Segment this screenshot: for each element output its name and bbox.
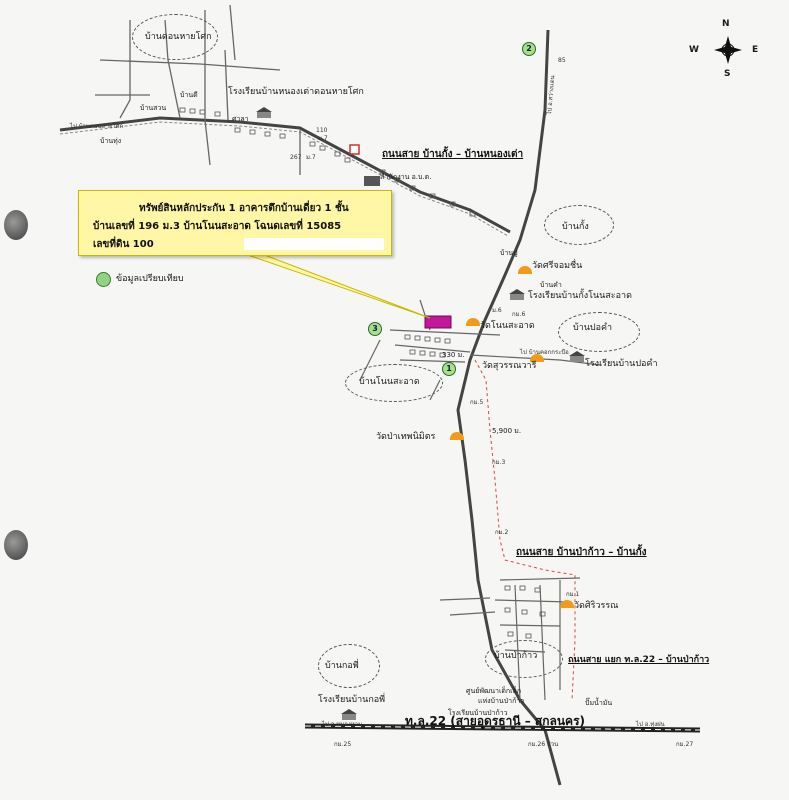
center-label-2: แห่งบ้านป่าก้าว bbox=[478, 697, 525, 705]
village-circle-kong bbox=[544, 205, 614, 245]
redaction-box bbox=[244, 238, 384, 250]
temple-label-sri-siri: วัดศิริวรรณ bbox=[574, 601, 619, 611]
village-circle-po-kham bbox=[558, 312, 640, 352]
property-callout: ทรัพย์สินหลักประกัน 1 อาคารตึกบ้านเดี่ยว… bbox=[78, 190, 392, 256]
sala-label: ศาลา bbox=[232, 115, 249, 123]
temple-icon-suwan bbox=[530, 354, 544, 362]
house-number-267: 267 bbox=[290, 154, 302, 161]
direction-to-west: ไป บ้านดอนหายโศก bbox=[70, 123, 124, 130]
house-moo-6: ม.6 bbox=[492, 307, 502, 314]
village-circle-non-sa-at bbox=[345, 364, 443, 402]
school-label-pa-kao: โรงเรียนบ้านป่าก้าว bbox=[448, 709, 508, 717]
comparable-marker-1: 1 bbox=[442, 362, 456, 376]
house-moo-7a: ม.7 bbox=[318, 135, 328, 142]
school-icon-po-kham bbox=[569, 351, 585, 362]
km-label-25: กม.25 bbox=[334, 741, 352, 748]
km-label-5: กม.5 bbox=[470, 399, 484, 406]
road-label-pakao-kong: ถนนสาย บ้านป่าก้าว – บ้านกั้ง bbox=[516, 547, 647, 558]
temple-label-non-sa-at: วัดโนนสะอาด bbox=[480, 321, 535, 331]
village-label-po-kham: บ้านปอคำ bbox=[573, 323, 613, 333]
comparable-marker-2: 2 bbox=[522, 42, 536, 56]
direction-to-east: ไป อ.ทุ่งฝน bbox=[636, 721, 665, 728]
compass-rose bbox=[714, 36, 742, 64]
temple-label-suwan: วัดสุวรรณวารี bbox=[482, 361, 537, 371]
compass-east-label: E bbox=[752, 45, 759, 55]
ban-dee-label: บ้านดี bbox=[180, 91, 198, 99]
village-circle-kok-pho bbox=[318, 644, 380, 688]
highway-label: ท.ล.22 (สายอุดรธานี – สกลนคร) bbox=[405, 714, 586, 728]
office-label: สำนักงาน อ.บ.ต. bbox=[380, 173, 432, 181]
road-kong-nongtao-edge bbox=[59, 121, 509, 237]
road-north-south bbox=[456, 29, 562, 786]
ban-chung-label: บ้านทุ่ง bbox=[100, 137, 122, 145]
temple-icon-pa bbox=[450, 432, 464, 440]
temple-label-pa: วัดป่าเทพนิมิตร bbox=[376, 432, 436, 442]
ban-kham-label: บ้านคำ bbox=[540, 281, 562, 289]
callout-line-2: บ้านเลขที่ 196 ม.3 บ้านโนนสะอาด โฉนดเลขท… bbox=[93, 221, 342, 232]
compass-north-label: N bbox=[722, 19, 730, 29]
temple-icon-non-sa-at bbox=[466, 318, 480, 326]
village-label-kong: บ้านกั้ง bbox=[562, 222, 589, 232]
temple-icon-sri-chom bbox=[518, 266, 532, 274]
km-label-3: กม.3 bbox=[492, 459, 506, 466]
km-label-26: กม.26 ส่วน bbox=[528, 741, 559, 748]
legend-comparable-label: ข้อมูลเปรียบเทียบ bbox=[116, 274, 184, 284]
office-building bbox=[364, 176, 380, 186]
village-circle-pa-kao bbox=[485, 640, 563, 678]
ban-pu-label: บ้านปู่ bbox=[500, 249, 518, 257]
distance-label-5900: 5,900 ม. bbox=[492, 427, 522, 435]
village-circle-nong-hai-kok bbox=[132, 14, 218, 60]
direction-to-west-2: ไป อ.หนองหาน bbox=[322, 721, 363, 728]
clinic-icon bbox=[349, 144, 360, 155]
houses-north-road bbox=[179, 107, 476, 217]
km-label-27: กม.27 bbox=[676, 741, 694, 748]
road-label-kong-nongtao: ถนนสาย บ้านกั้ง – บ้านหนองเต่า bbox=[382, 149, 524, 160]
comparable-marker-3: 3 bbox=[368, 322, 382, 336]
km-label-6: กม.6 bbox=[512, 311, 526, 318]
house-moo-7b: ม.7 bbox=[306, 154, 316, 161]
village-label-non-sa-at: บ้านโนนสะอาด bbox=[359, 377, 420, 387]
subject-property-marker bbox=[424, 315, 452, 329]
distance-label-330: 330 ม. bbox=[442, 351, 465, 359]
road-label-22-pakao: ถนนสาย แยก ท.ล.22 – บ้านป่าก้าว bbox=[568, 655, 710, 665]
school-label-po-kham: โรงเรียนบ้านปอคำ bbox=[585, 359, 658, 369]
road-kong-nongtao bbox=[59, 116, 511, 234]
center-label: ศูนย์พัฒนาเด็กเล็ก bbox=[466, 687, 522, 695]
callout-line-1: ทรัพย์สินหลักประกัน 1 อาคารตึกบ้านเดี่ยว… bbox=[139, 203, 349, 214]
km-label-1: กม.1 bbox=[566, 591, 580, 598]
direction-to-khok: ไป บ้านคอกกระบือ bbox=[520, 349, 569, 356]
school-icon-kong bbox=[509, 289, 525, 300]
house-number-110: 110 bbox=[316, 127, 328, 134]
school-label-kong: โรงเรียนบ้านกั้งโนนสะอาด bbox=[528, 291, 632, 301]
village-label-kok-pho: บ้านกอพี่ bbox=[325, 661, 359, 671]
compass-south-label: S bbox=[724, 69, 731, 79]
temple-label-sri-chom: วัดศรีจอมชื่น bbox=[532, 261, 583, 271]
school-label-nongtao: โรงเรียนบ้านหนองเต่าดอนหายโศก bbox=[228, 87, 364, 97]
compass-west-label: W bbox=[689, 45, 699, 55]
house-number-85: 85 bbox=[558, 57, 566, 64]
houses-non-sa-at bbox=[404, 334, 451, 358]
distance-line bbox=[474, 359, 576, 701]
village-label-nong-hai-kok: บ้านดอนหายโศก bbox=[145, 32, 212, 42]
binder-hole-top bbox=[4, 210, 28, 240]
km-label-2: กม.2 bbox=[495, 529, 509, 536]
temple-icon-sri-siri bbox=[560, 600, 574, 608]
highway-22-center bbox=[304, 725, 701, 731]
legend-comparable-icon bbox=[96, 272, 111, 287]
school-icon-kok-pho bbox=[341, 709, 357, 720]
village-label-pa-kao: บ้านป่าก้าว bbox=[494, 651, 538, 661]
pam-label: ปั๊มน้ำมัน bbox=[585, 699, 613, 707]
callout-line-3: เลขที่ดิน 100 bbox=[93, 239, 154, 250]
binder-hole-bottom bbox=[4, 530, 28, 560]
houses-pa-kao bbox=[504, 585, 546, 639]
ban-suan-label: บ้านสวน bbox=[140, 104, 167, 112]
school-label-kok-pho: โรงเรียนบ้านกอพี่ bbox=[318, 695, 386, 705]
school-icon-nongtao bbox=[256, 107, 272, 118]
